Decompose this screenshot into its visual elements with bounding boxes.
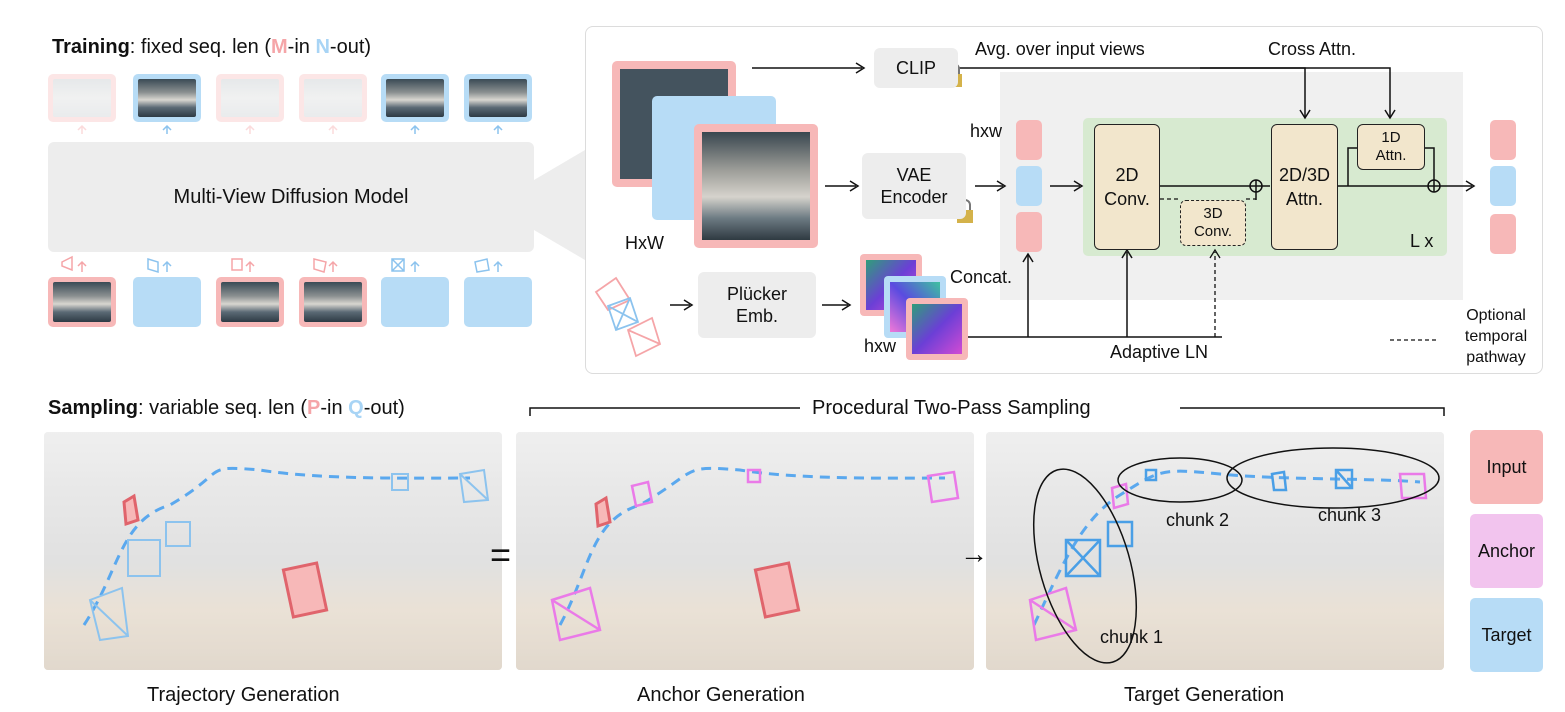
- target-cameras: [1064, 468, 1354, 578]
- output-thumb-1: [48, 74, 116, 122]
- anchor-label: Anchor Generation: [637, 684, 805, 706]
- camera-icons-pink: [61, 255, 338, 273]
- hxw-top-label: hxw: [970, 121, 1003, 141]
- cross-attn-label: Cross Attn.: [1268, 39, 1357, 59]
- trajectory-input-cameras: [122, 493, 329, 619]
- clip-box: CLIP: [874, 48, 958, 88]
- legend-target: Target: [1470, 598, 1543, 672]
- trajectory-path: [82, 466, 471, 626]
- out-token-pink-2: [1490, 214, 1516, 254]
- output-thumb-4: [299, 74, 367, 122]
- output-arrows-pink: [77, 124, 338, 134]
- output-arrows-blue: [162, 124, 503, 134]
- camera-icons-blue: [147, 257, 503, 274]
- equals-sign: =: [490, 534, 512, 575]
- zoom-connector: [534, 150, 585, 260]
- output-thumb-6: [464, 74, 532, 122]
- diffusion-model-box: Multi-View Diffusion Model: [48, 142, 534, 252]
- arrow-sign: →: [960, 538, 988, 569]
- adaptive-ln-label: Adaptive LN: [1110, 342, 1209, 362]
- scene-trajectory: [44, 432, 502, 670]
- chunk-ellipses: [1032, 447, 1440, 664]
- token-blue: [1016, 166, 1042, 206]
- chunk3-label: chunk 3: [1318, 505, 1382, 525]
- out-token-pink-1: [1490, 120, 1516, 160]
- anchor-cameras: [550, 468, 960, 642]
- green-block: [1083, 118, 1447, 256]
- sampling-title: Sampling: variable seq. len (P-in Q-out): [48, 397, 405, 419]
- concat-label: Concat.: [950, 267, 1013, 287]
- scene-target: [986, 432, 1444, 670]
- output-thumb-2: [133, 74, 201, 122]
- HxW-label: HxW: [625, 233, 664, 253]
- input-thumb-3: [216, 277, 284, 327]
- procedural-bracket: [529, 407, 1445, 416]
- arrows-main: [670, 62, 1476, 338]
- procedural-label: Procedural Two-Pass Sampling: [812, 397, 1091, 419]
- token-pink-1: [1016, 120, 1042, 160]
- scene-anchor: [516, 432, 974, 670]
- token-pink-2: [1016, 212, 1042, 252]
- trajectory-cameras: [88, 468, 490, 642]
- output-thumb-5: [381, 74, 449, 122]
- hxw-bottom-label: hxw: [864, 336, 897, 356]
- trajectory-label: Trajectory Generation: [147, 684, 340, 706]
- chunk1-label: chunk 1: [1100, 627, 1164, 647]
- input-thumb-6: [464, 277, 532, 327]
- input-thumb-1: [48, 277, 116, 327]
- legend-input: Input: [1470, 430, 1543, 504]
- out-token-blue: [1490, 166, 1516, 206]
- training-title: Training: fixed seq. len (M-in N-out): [52, 36, 372, 58]
- arrows-dashed: [1160, 198, 1438, 341]
- output-thumb-3: [216, 74, 284, 122]
- lx-label: L x: [1410, 231, 1434, 251]
- legend-anchor: Anchor: [1470, 514, 1543, 588]
- avg-label: Avg. over input views: [975, 39, 1145, 59]
- input-thumb-5: [381, 277, 449, 327]
- input-thumb-2: [133, 277, 201, 327]
- input-thumb-4: [299, 277, 367, 327]
- target-label: Target Generation: [1124, 684, 1285, 706]
- chunk2-label: chunk 2: [1166, 510, 1230, 530]
